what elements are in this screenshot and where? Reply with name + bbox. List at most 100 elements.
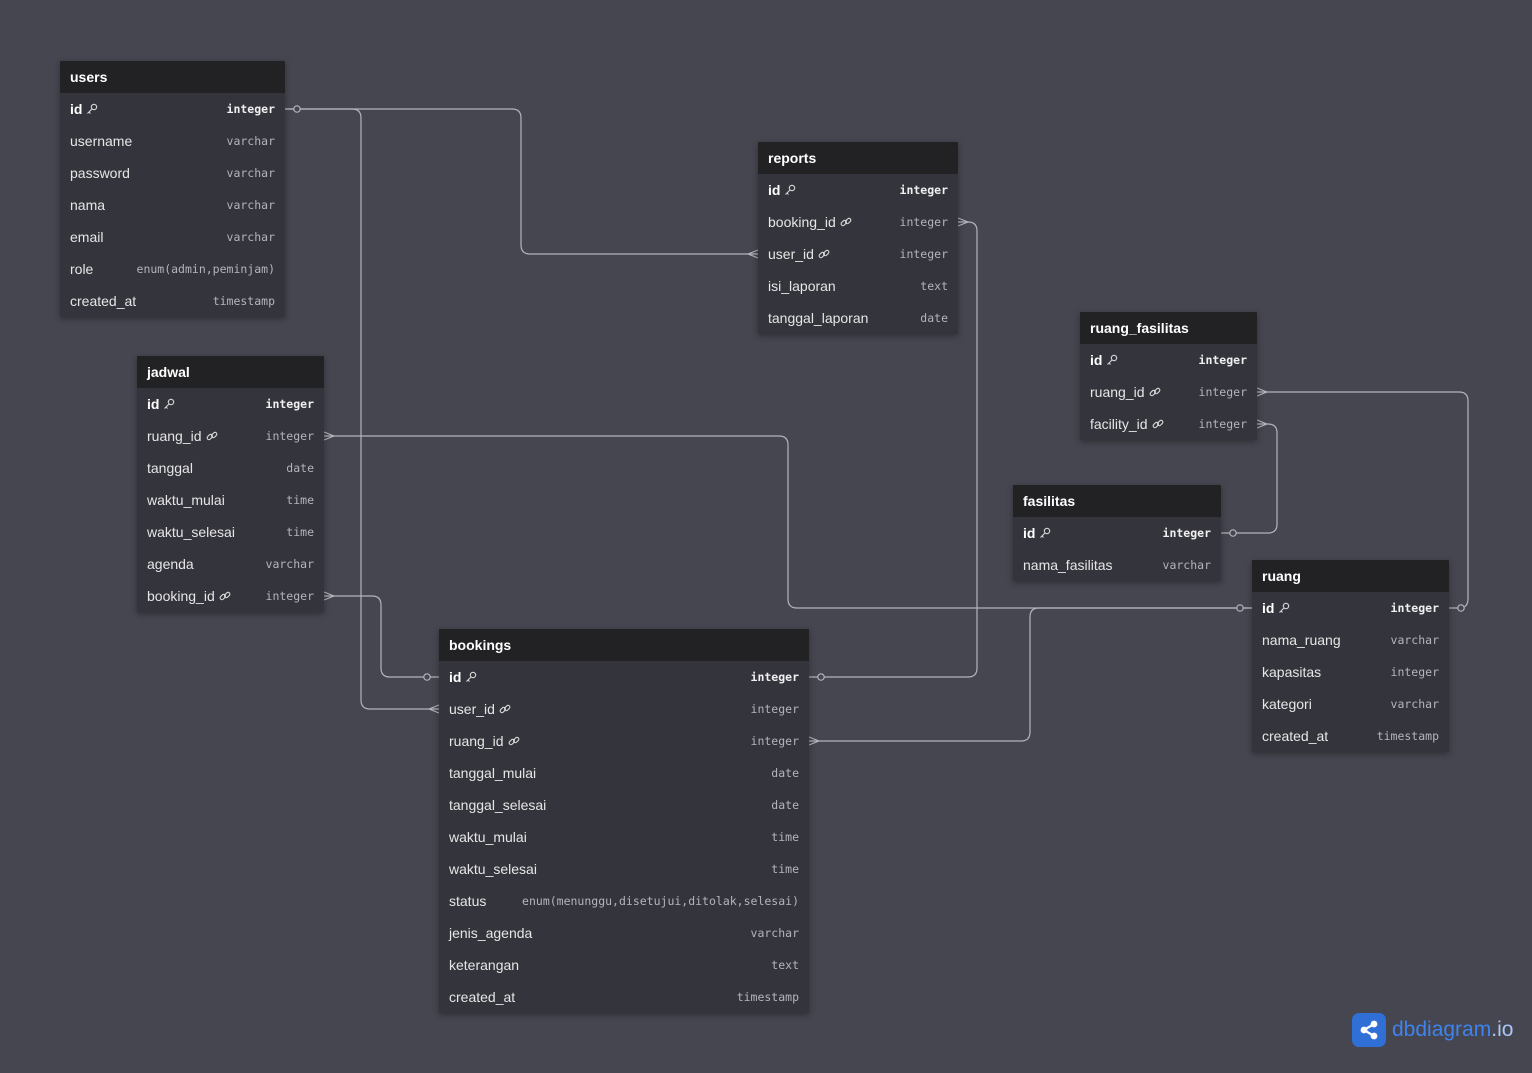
field-name-group: created_at [70,293,136,309]
field-type: integer [1198,353,1247,367]
field-name-group: email [70,229,103,245]
field-name-group: created_at [449,989,515,1005]
field-name-group: tanggal [147,460,193,476]
field-name-group: id [768,182,796,198]
one-marker [293,105,301,113]
table-row[interactable]: email varchar [60,221,285,253]
field-name-group: ruang_id [449,733,520,749]
share-nodes-icon [1352,1013,1386,1047]
field-name: nama [70,197,106,213]
field-type: text [920,279,948,293]
table-header[interactable]: jadwal [137,356,324,388]
connector-ruang-jadwal [324,435,1252,609]
table-header[interactable]: reports [758,142,958,174]
field-type: timestamp [212,294,275,308]
table-header[interactable]: fasilitas [1013,485,1221,517]
table-header[interactable]: ruang [1252,560,1449,592]
field-name: user_id [449,701,495,717]
table-header[interactable]: ruang_fasilitas [1080,312,1257,344]
field-name-group: tanggal_mulai [449,765,536,781]
field-type: integer [1390,665,1439,679]
table-row[interactable]: created_at timestamp [60,285,285,317]
field-name: waktu_mulai [449,829,527,845]
field-name: id [768,182,781,198]
field-name: id [70,101,83,117]
field-type: enum(menunggu,disetujui,ditolak,selesai) [522,894,799,908]
table-row[interactable]: kategori varchar [1252,688,1449,720]
field-name: ruang_id [1090,384,1145,400]
key-icon [163,398,175,410]
field-name-group: status [449,893,486,909]
field-type: varchar [1390,697,1439,711]
field-type: varchar [750,926,799,940]
field-name-group: tanggal_selesai [449,797,546,813]
one-marker [423,673,431,681]
table-row[interactable]: facility_id integer [1080,408,1257,440]
field-type: integer [1390,601,1439,615]
many-marker [323,431,335,441]
field-name-group: booking_id [768,214,852,230]
field-type: integer [750,734,799,748]
field-name-group: facility_id [1090,416,1164,432]
field-name-group: ruang_id [147,428,218,444]
field-type: integer [1198,417,1247,431]
field-type: varchar [226,230,275,244]
field-name-group: kategori [1262,696,1312,712]
field-name-group: waktu_mulai [147,492,225,508]
table-header[interactable]: bookings [439,629,809,661]
table-row[interactable]: status enum(menunggu,disetujui,ditolak,se… [439,885,809,917]
table-header[interactable]: users [60,61,285,93]
field-name-group: waktu_selesai [449,861,537,877]
link-icon [840,216,852,228]
field-name: waktu_mulai [147,492,225,508]
key-icon [1039,527,1051,539]
key-icon [784,184,796,196]
field-type: enum(admin,peminjam) [136,262,275,276]
dbdiagram-logo[interactable]: dbdiagram.io [1352,1013,1513,1047]
field-type: varchar [1162,558,1211,572]
table-row[interactable]: ruang_id integer [439,725,809,757]
